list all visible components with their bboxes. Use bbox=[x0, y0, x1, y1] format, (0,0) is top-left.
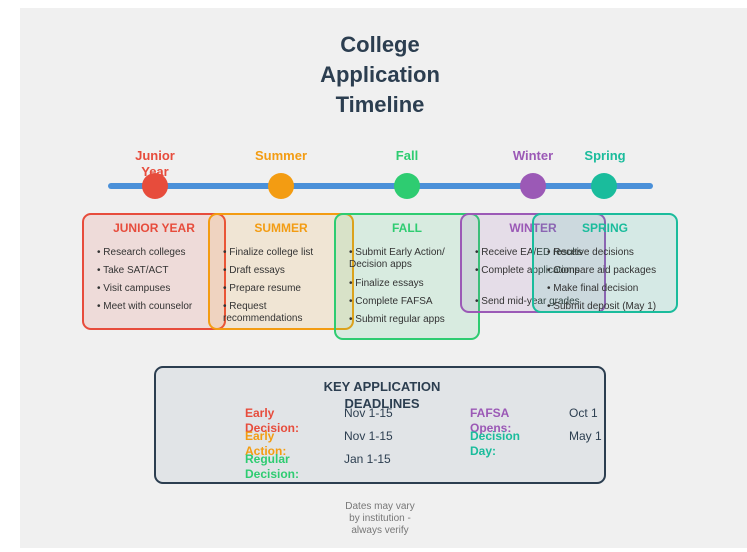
deadline-value-decision-day: May 1 bbox=[569, 429, 602, 443]
card-item: • Visit campuses bbox=[97, 283, 171, 294]
deadline-label-early-decision: Early Decision: bbox=[245, 406, 300, 435]
card-item: • Take SAT/ACT bbox=[97, 265, 169, 276]
deadline-value-early-action: Nov 1-15 bbox=[344, 429, 393, 443]
card-item: • Compare aid packages bbox=[547, 265, 657, 276]
deadline-label-regular-decision: Regular Decision: bbox=[245, 452, 300, 481]
deadline-label-early-action: Early Action: bbox=[245, 429, 287, 458]
phase-marker-summer bbox=[268, 173, 294, 199]
phase-marker-spring bbox=[591, 173, 617, 199]
card-item: • Make final decision bbox=[547, 283, 639, 294]
phase-card-junior-year: JUNIOR YEAR • Research colleges • Take S… bbox=[82, 213, 226, 330]
key-deadlines-box: KEY APPLICATION DEADLINES Early Decision… bbox=[154, 366, 606, 484]
card-item: • Receive decisions bbox=[547, 247, 634, 258]
phase-card-fall: FALL • Submit Early Action/ Decision app… bbox=[334, 213, 480, 340]
card-item: • Complete FAFSA bbox=[349, 296, 433, 307]
card-item: • Meet with counselor bbox=[97, 301, 193, 312]
timeline-axis bbox=[108, 183, 653, 189]
phase-label-summer: Summer bbox=[254, 148, 308, 163]
card-item: • Prepare resume bbox=[223, 283, 301, 294]
card-title: SPRING bbox=[581, 221, 628, 235]
deadline-value-regular-decision: Jan 1-15 bbox=[344, 452, 391, 466]
card-item: • Finalize college list bbox=[223, 247, 314, 258]
timeline-diagram: College Application Timeline Junior Year… bbox=[20, 8, 747, 548]
card-item: • Request recommendations bbox=[223, 301, 303, 324]
card-item: • Receive EA/ED results bbox=[475, 247, 583, 258]
card-item: • Submit regular apps bbox=[349, 314, 445, 325]
diagram-title: College Application Timeline bbox=[320, 32, 440, 117]
card-item: • Research colleges bbox=[97, 247, 186, 258]
card-title: JUNIOR YEAR bbox=[113, 221, 195, 235]
card-item: • Send mid-year grades bbox=[475, 296, 580, 307]
deadline-value-fafsa-opens: Oct 1 bbox=[569, 406, 598, 420]
footnote: Dates may vary by institution - always v… bbox=[345, 501, 415, 536]
phase-marker-winter bbox=[520, 173, 546, 199]
deadline-label-decision-day: Decision Day: bbox=[470, 429, 521, 458]
card-item: • Submit Early Action/ Decision apps bbox=[349, 247, 445, 270]
phase-marker-junior-year bbox=[142, 173, 168, 199]
phase-card-spring: SPRING • Receive decisions • Compare aid… bbox=[532, 213, 678, 313]
phase-label-winter: Winter bbox=[512, 148, 554, 163]
card-title: FALL bbox=[392, 221, 422, 235]
card-item: • Submit deposit (May 1) bbox=[547, 301, 657, 312]
deadlines-title: KEY APPLICATION DEADLINES bbox=[323, 379, 441, 411]
deadline-label-fafsa-opens: FAFSA Opens: bbox=[470, 406, 512, 435]
card-item: • Draft essays bbox=[223, 265, 285, 276]
phase-card-summer: SUMMER • Finalize college list • Draft e… bbox=[208, 213, 354, 330]
card-title: SUMMER bbox=[254, 221, 308, 235]
card-item: • Finalize essays bbox=[349, 278, 424, 289]
phase-label-fall: Fall bbox=[395, 148, 419, 163]
card-item: • Complete applications bbox=[475, 265, 580, 276]
phase-label-spring: Spring bbox=[584, 148, 626, 163]
deadline-value-early-decision: Nov 1-15 bbox=[344, 406, 393, 420]
phase-marker-fall bbox=[394, 173, 420, 199]
